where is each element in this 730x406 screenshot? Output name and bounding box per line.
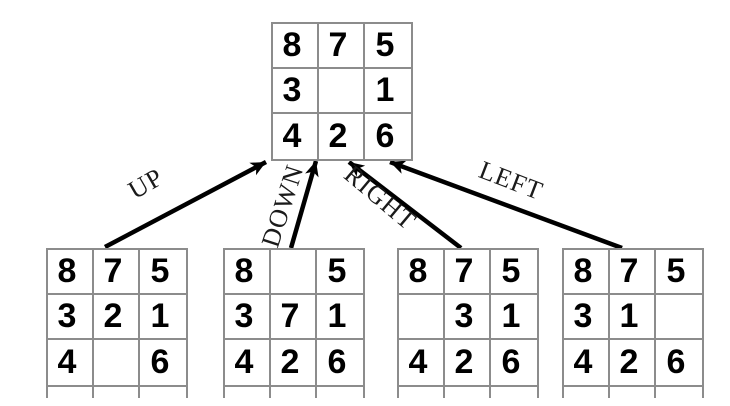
grid-cell [399, 295, 445, 340]
grid-line-stub [46, 385, 48, 398]
grid-cell: 3 [225, 295, 271, 340]
grid-cell: 6 [501, 343, 521, 381]
grid-cell [271, 250, 317, 295]
grid-line-stub [443, 385, 445, 398]
grid-cell: 1 [610, 295, 656, 340]
move-label-up: UP [123, 162, 169, 205]
grid-cell: 4 [225, 340, 271, 385]
child-state-grid-right: 8 7 5 3 1 4 2 6 [397, 248, 539, 398]
grid-line-stub [269, 385, 271, 398]
grid-cell: 3 [273, 69, 319, 114]
grid-cell [656, 295, 702, 340]
grid-cell: 5 [491, 250, 537, 295]
move-label-left: LEFT [475, 155, 548, 206]
grid-cell: 1 [317, 295, 363, 340]
grid-cell: 3 [445, 295, 491, 340]
grid-line-stub [138, 385, 140, 398]
grid-cell: 8 [564, 250, 610, 295]
grid-cell: 3 [48, 295, 94, 340]
grid-cell: 2 [319, 114, 365, 159]
grid-cell: 4 [273, 114, 319, 159]
grid-line-stub [397, 385, 399, 398]
grid-cell: 6 [150, 343, 170, 381]
grid-line-stub [186, 385, 188, 398]
grid-cell: 5 [140, 250, 186, 295]
grid-cell: 8 [225, 250, 271, 295]
grid-cell: 1 [140, 295, 186, 340]
grid-cell [94, 340, 140, 385]
grid-cell: 6 [375, 117, 395, 155]
grid-cell: 8 [48, 250, 94, 295]
grid-cell [319, 69, 365, 114]
grid-cell: 4 [564, 340, 610, 385]
grid-cell: 5 [656, 250, 702, 295]
grid-line-stub [608, 385, 610, 398]
grid-cell: 2 [94, 295, 140, 340]
grid-line-stub [223, 385, 225, 398]
grid-cell: 4 [48, 340, 94, 385]
grid-line-stub [363, 385, 365, 398]
grid-cell: 7 [610, 250, 656, 295]
grid-cell: 6 [666, 343, 686, 381]
grid-cell: 7 [319, 24, 365, 69]
grid-line-stub [562, 385, 564, 398]
grid-line-stub [537, 385, 539, 398]
grid-cell: 2 [445, 340, 491, 385]
grid-cell: 7 [94, 250, 140, 295]
child-state-grid-up: 8 7 5 3 2 1 4 6 [46, 248, 188, 398]
grid-cell: 7 [445, 250, 491, 295]
move-label-right: RIGHT [338, 159, 422, 236]
grid-cell: 8 [273, 24, 319, 69]
grid-line-stub [489, 385, 491, 398]
move-label-down: DOWN [255, 161, 310, 251]
grid-cell: 3 [564, 295, 610, 340]
grid-cell: 4 [399, 340, 445, 385]
grid-cell: 6 [327, 343, 347, 381]
grid-line-stub [92, 385, 94, 398]
grid-cell: 2 [271, 340, 317, 385]
grid-cell: 2 [610, 340, 656, 385]
grid-cell: 1 [365, 69, 411, 114]
grid-cell: 5 [317, 250, 363, 295]
grid-line-stub [315, 385, 317, 398]
grid-cell: 5 [365, 24, 411, 69]
child-state-grid-left: 8 7 5 3 1 4 2 6 [562, 248, 704, 398]
grid-cell: 1 [491, 295, 537, 340]
parent-state-grid: 8 7 5 3 1 4 2 6 [271, 22, 413, 161]
grid-cell: 7 [271, 295, 317, 340]
child-state-grid-down: 8 5 3 7 1 4 2 6 [223, 248, 365, 398]
grid-line-stub [702, 385, 704, 398]
up-arrow [103, 160, 268, 249]
grid-cell: 8 [399, 250, 445, 295]
grid-line-stub [654, 385, 656, 398]
